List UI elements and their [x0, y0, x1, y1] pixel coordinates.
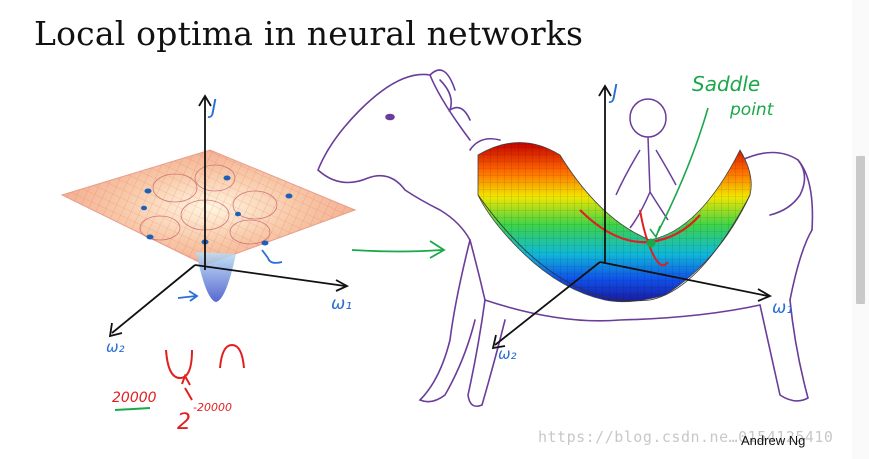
watermark: https://blog.csdn.ne…0154125410 [538, 428, 834, 446]
horse-back [741, 151, 806, 216]
local-minima-dots [141, 175, 293, 246]
power-exponent-annotation: -20000 [193, 401, 232, 414]
horse-eye [385, 113, 395, 121]
horse-front-leg-2 [467, 299, 506, 408]
left-surface-plot [60, 94, 357, 411]
convex-concave-sketch [165, 343, 245, 401]
horse-back-leg-1 [759, 299, 809, 402]
right-y-axis [494, 261, 601, 346]
horse-back-leg-2 [789, 229, 813, 301]
saddle-label-line1: Saddle [692, 72, 761, 96]
left-blue-arrows [177, 249, 283, 302]
rider-body [647, 136, 651, 193]
count-annotation: 20000 [112, 390, 157, 406]
left-x-axis-label: ω₁ [331, 294, 353, 314]
right-surface-plot [477, 84, 773, 350]
green-underline [114, 407, 151, 411]
left-axes [108, 94, 350, 338]
left-y-axis-label: ω₂ [106, 338, 125, 356]
left-z-axis-label: J [211, 95, 217, 119]
rider-head [629, 98, 667, 138]
saddle-label-line2: point [730, 100, 774, 120]
bumpy-surface-mesh [62, 150, 355, 265]
arrow-to-local-min [261, 249, 283, 264]
saddle-red-curve-2 [639, 209, 669, 267]
power-base-annotation: 2 [177, 410, 191, 435]
left-y-axis [111, 264, 196, 334]
horse-chest [469, 239, 486, 301]
right-axes [491, 84, 773, 350]
rider-arms [615, 149, 677, 196]
rider-sketch [615, 98, 677, 229]
horse-front-leg-1 [418, 239, 476, 403]
slide-title: Local optima in neural networks [34, 14, 584, 53]
concave-cap-sketch [219, 343, 245, 369]
convex-cup-sketch [165, 349, 193, 380]
up-arrow-sketch [181, 373, 193, 401]
horse-sketch [317, 69, 814, 408]
global-minimum-well [196, 252, 236, 302]
transition-arrow [351, 240, 446, 259]
right-y-axis-label: ω₂ [498, 345, 517, 363]
author-credit: Andrew Ng [741, 433, 806, 448]
right-x-axis-label: ω₁ [772, 298, 794, 318]
horse-body-top [469, 137, 501, 151]
saddle-pointer [649, 107, 709, 239]
right-z-axis-label: J [612, 80, 618, 104]
arrow-to-well [177, 290, 199, 302]
horse-ear [429, 69, 456, 91]
right-x-axis [599, 261, 769, 297]
saddle-front-edge [477, 194, 751, 302]
saddle-surface-mesh [478, 142, 752, 302]
horse-belly [484, 299, 761, 322]
horse-head [317, 73, 471, 241]
horse-mane [439, 79, 471, 121]
horse-tail [797, 159, 814, 231]
left-x-axis [194, 264, 346, 287]
scrollbar-thumb[interactable] [856, 156, 865, 304]
saddle-point-dot [646, 238, 656, 248]
